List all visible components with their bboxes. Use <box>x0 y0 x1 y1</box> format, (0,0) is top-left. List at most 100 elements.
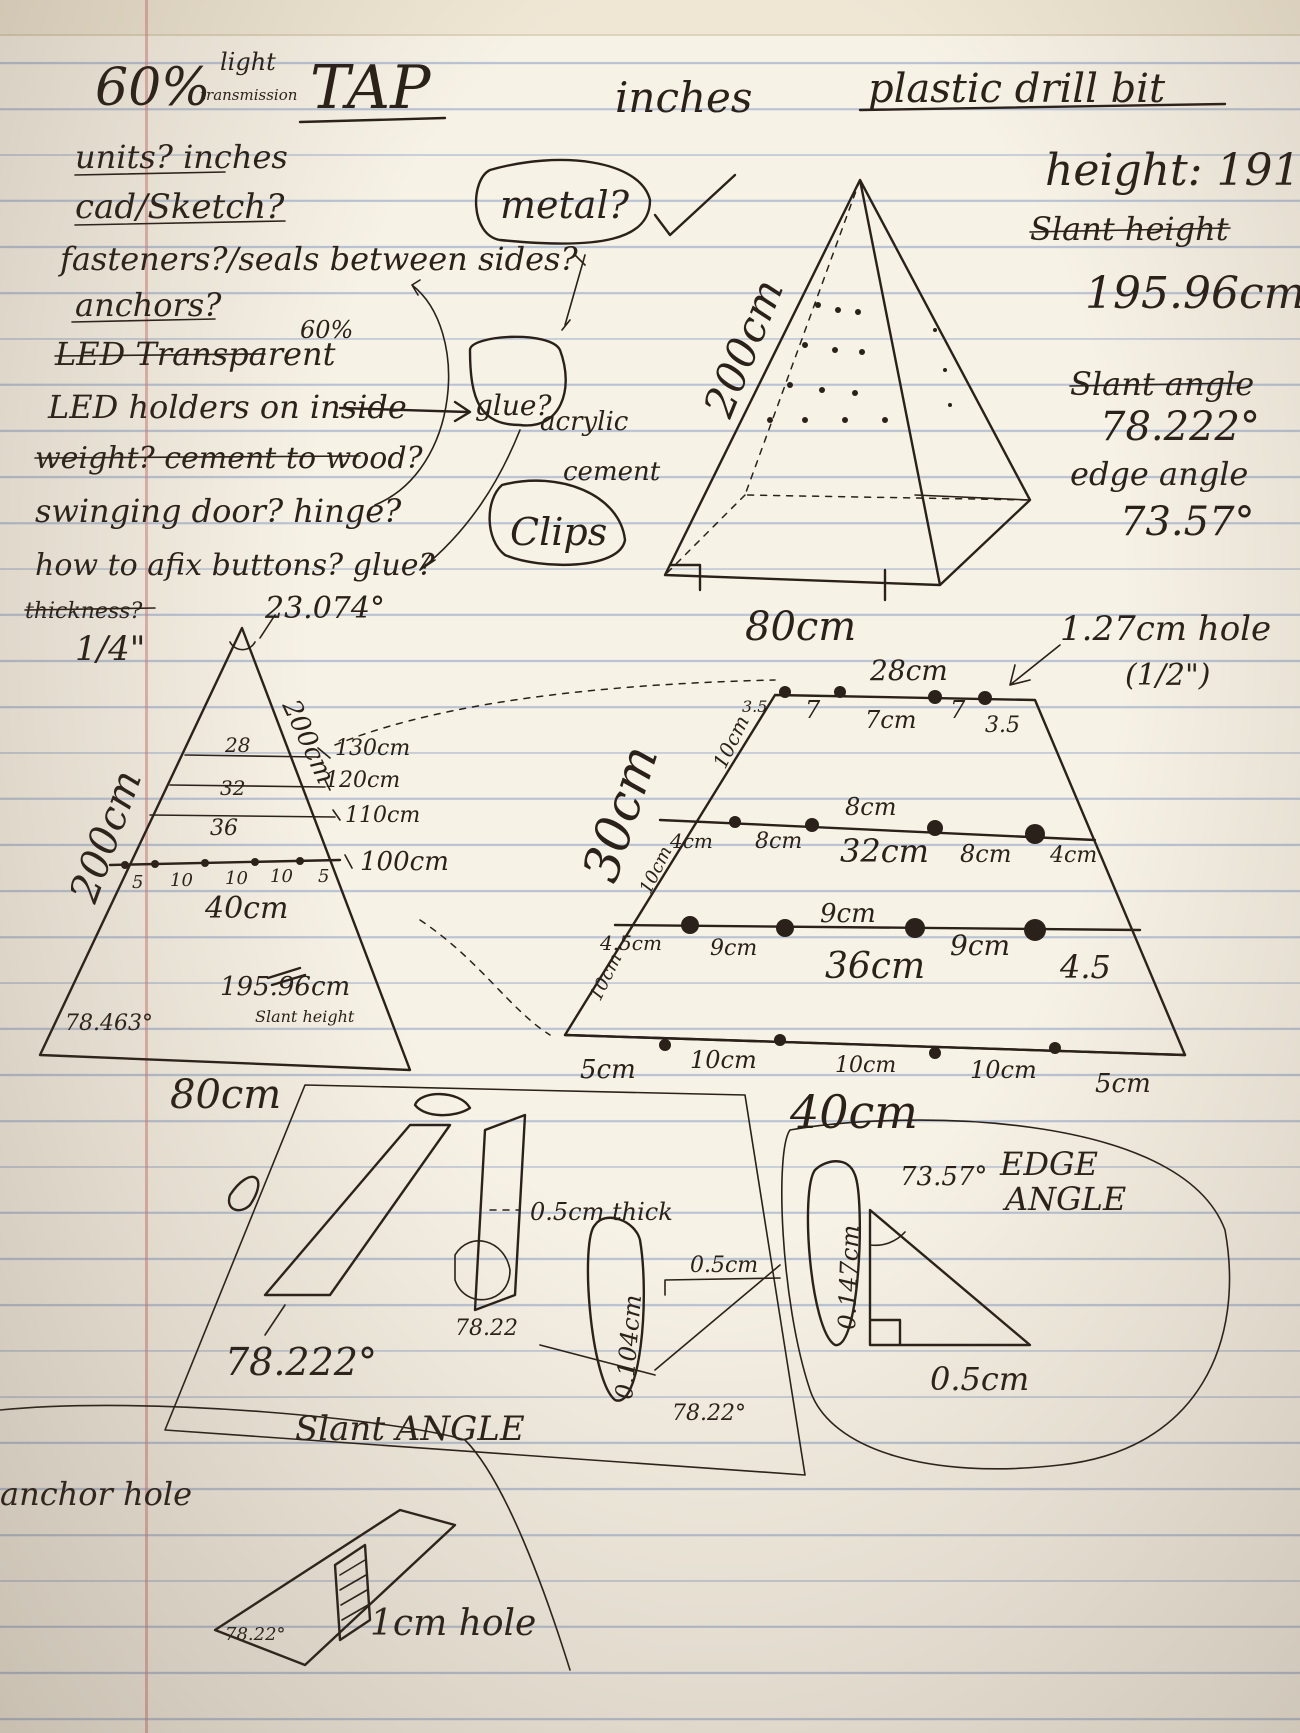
hole-label: 1.27cm hole <box>1060 609 1271 649</box>
triangle-seg10c: 10 <box>270 866 293 887</box>
trap-r4-c: 10cm <box>835 1053 896 1078</box>
triangle-w36: 36 <box>210 816 238 841</box>
trap-r1-a: 3.5 <box>742 697 767 716</box>
trap-seg-10cm-2: 10cm <box>636 843 677 897</box>
arrow-buttons <box>419 429 521 571</box>
note-quarter-inch: 1/4" <box>75 629 145 669</box>
note-fasteners: fasteners?/seals between sides? <box>58 240 578 278</box>
spec-slant-height: 195.96cm <box>1085 268 1300 319</box>
slant-angle-arrow <box>264 1304 286 1336</box>
question-notes: units? inches cad/Sketch? fasteners?/sea… <box>24 138 578 669</box>
edge-angle-triangle <box>868 1208 1032 1347</box>
note-units-underline <box>74 171 226 176</box>
bottom-78-3: 78.222° <box>225 1340 377 1384</box>
arrow-fasteners-loop <box>374 279 450 506</box>
spec-slant-angle: 78.222° <box>1100 404 1260 450</box>
edge-angle-arc <box>869 1231 906 1247</box>
note-door: swinging door? hinge? <box>35 492 402 530</box>
note-anchors-underline <box>71 318 216 323</box>
triangle-outline <box>38 626 412 1072</box>
spec-edge-angle-label: edge angle <box>1070 455 1248 493</box>
glue-label: glue? <box>475 389 552 422</box>
triangle-base-angle: 78.463° <box>65 1011 153 1036</box>
apex-angle-arc <box>229 641 256 651</box>
diagonal-guides <box>539 1264 781 1376</box>
bottom-05a: 0.5cm <box>690 1253 758 1278</box>
scribble-blot <box>413 1092 472 1117</box>
margin-line <box>145 0 148 1733</box>
trap-r1-d: 7 <box>950 696 966 724</box>
trap-r1-e: 3.5 <box>985 713 1020 738</box>
trap-r4-e: 5cm <box>1095 1069 1151 1099</box>
pyramid-3d-base-line <box>914 494 1031 501</box>
triangle-slant: 195.96cm <box>220 972 350 1002</box>
slant-board-2 <box>473 1113 527 1312</box>
edge-angle-bubble <box>781 1119 1231 1470</box>
metal-label: metal? <box>500 183 630 227</box>
pyramid-3d-dim-ticks <box>668 563 887 602</box>
trap-r1-b: 7 <box>805 696 821 724</box>
spec-slant-angle-strike <box>1069 382 1241 387</box>
note-cad: cad/Sketch? <box>75 187 285 227</box>
note-buttons: how to afix buttons? glue? <box>35 548 436 583</box>
trap-r2-b: 8cm <box>755 829 802 854</box>
triangle-seg10a: 10 <box>170 870 193 891</box>
thickness-ellipse <box>586 1216 646 1402</box>
arrow-led-to-glue <box>338 400 472 423</box>
bottom-anchor: anchor hole <box>0 1475 192 1513</box>
apex-angle-pointer <box>259 614 276 639</box>
bottom-1cm-hole: 1cm hole <box>370 1603 536 1644</box>
title-light: light <box>220 48 276 76</box>
triangle-row-lines <box>149 754 336 818</box>
trap-r4-b: 10cm <box>690 1046 757 1074</box>
triangle-face-sketch: 23.074° 200cm 200cm 28 32 36 130cm 120cm… <box>38 591 449 1118</box>
slant-board-1 <box>263 1123 452 1297</box>
pyramid-3d-led-dots <box>767 302 952 423</box>
edge-thickness-ellipse <box>806 1160 862 1347</box>
clips-label: Clips <box>510 510 607 554</box>
triangle-base: 80cm <box>170 1072 281 1118</box>
triangle-seg5a: 5 <box>132 872 143 893</box>
hole-arrow <box>1009 644 1061 686</box>
metal-checkmark <box>653 173 737 237</box>
note-led-strike <box>54 353 266 357</box>
trap-base: 40cm <box>789 1085 918 1139</box>
width-dim <box>664 1277 781 1296</box>
note-anchors: anchors? <box>75 286 222 324</box>
trap-r3-top: 9cm <box>820 899 876 929</box>
anchor-hole-hatch <box>339 1559 369 1621</box>
triangle-slant-scribble <box>266 966 307 987</box>
trapezoid-section-sketch: 1.27cm hole (1/2") 28cm 3.5 7 7cm 7 3.5 … <box>563 609 1271 1139</box>
bottom-detail-sketches: 0.5cm thick 0.104cm 0.5cm 78.22 78.22° 7… <box>0 1084 1231 1671</box>
bottom-edge: EDGE <box>999 1145 1098 1183</box>
triangle-led-dots <box>121 857 304 869</box>
triangle-seg5b: 5 <box>318 866 329 887</box>
glue-box <box>468 335 567 427</box>
bottom-78-2: 78.22° <box>672 1401 746 1426</box>
cement-label: cement <box>563 457 661 487</box>
bottom-7357: 73.57° <box>900 1162 987 1192</box>
pyramid-3d-hidden-edges <box>664 179 1031 576</box>
bottom-angle: ANGLE <box>1002 1180 1126 1218</box>
bottom-0147: 0.147cm <box>833 1224 865 1330</box>
tap-underline <box>298 116 447 124</box>
triangle-h120: 120cm <box>325 768 400 793</box>
trap-r3-d: 9cm <box>950 929 1010 962</box>
anchor-plate <box>213 1508 457 1667</box>
triangle-led-row <box>108 858 342 867</box>
triangle-w32: 32 <box>220 776 245 800</box>
bottom-78-4: 78.22° <box>225 1624 286 1645</box>
apex-angle-label: 23.074° <box>264 591 385 626</box>
trap-r2-top: 8cm <box>845 793 896 821</box>
units-inches: inches <box>615 73 752 122</box>
trap-r3-a: 4.5cm <box>599 931 662 955</box>
title-percent: 60% <box>95 58 211 118</box>
page-top-binding <box>0 0 1300 36</box>
triangle-height-ticks <box>317 747 353 869</box>
note-cad-underline <box>74 220 286 226</box>
bottom-thick: 0.5cm thick <box>530 1198 673 1226</box>
trapezoid-led-dots <box>659 686 1061 1059</box>
scribble-blot-2 <box>227 1175 260 1212</box>
